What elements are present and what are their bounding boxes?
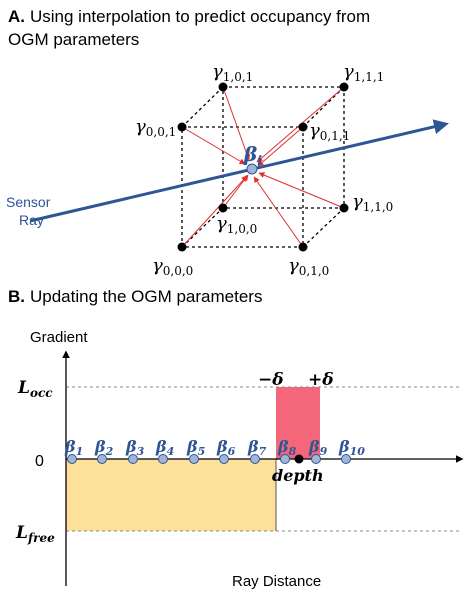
beta-point-2 xyxy=(97,454,107,464)
x-axis-label: Ray Distance xyxy=(232,573,321,590)
corner-point-011 xyxy=(298,122,308,132)
y-axis-label: Gradient xyxy=(30,329,88,346)
corner-label-011: γ0,1,1 xyxy=(309,120,350,143)
corner-label-001: γ0,0,1 xyxy=(135,116,176,139)
beta-label-8: β8 xyxy=(277,437,297,458)
corner-point-100 xyxy=(218,203,228,213)
cube-edge xyxy=(302,207,345,248)
minus-delta-label: −δ xyxy=(258,370,284,390)
panel-b: B. Updating the OGM parameters Gradient … xyxy=(8,287,464,590)
sample-point-label: βi xyxy=(243,142,262,169)
corner-point-111 xyxy=(339,82,349,92)
corner-label-101: γ1,0,1 xyxy=(212,61,253,84)
occ-gradient-region xyxy=(276,387,320,459)
sample-symbol: β xyxy=(243,142,257,166)
beta-label-3: β3 xyxy=(125,437,145,458)
beta-point-4 xyxy=(158,454,168,464)
sample-subscript: i xyxy=(257,154,262,169)
cube-edge xyxy=(181,86,224,128)
beta-label-7: β7 xyxy=(247,437,267,458)
l-free-label: Lfree xyxy=(15,523,55,545)
beta-point-9 xyxy=(311,454,321,464)
corner-label-111: γ1,1,1 xyxy=(343,61,384,84)
plus-delta-label: +δ xyxy=(308,370,334,390)
beta-point-8 xyxy=(280,454,290,464)
corner-labels: γ1,0,1 γ1,1,1 γ0,0,1 γ0,1,1 γ1,1,0 γ1,0,… xyxy=(135,61,393,278)
corner-point-010 xyxy=(298,242,308,252)
depth-point xyxy=(294,454,304,464)
panel-a: A. Using interpolation to predict occupa… xyxy=(6,7,449,278)
corner-label-110: γ1,1,0 xyxy=(352,191,393,214)
sensor-ray-label-line2: Ray xyxy=(19,212,44,228)
corner-point-001 xyxy=(177,122,187,132)
free-gradient-region xyxy=(66,459,276,531)
beta-labels: β1 β2 β3 β4 β5 β6 β7 β8 β9 β10 xyxy=(64,437,365,458)
panel-b-letter: B. xyxy=(8,287,25,306)
beta-label-2: β2 xyxy=(94,437,114,458)
cube-corners xyxy=(177,82,349,252)
interp-arrow xyxy=(257,126,304,167)
beta-label-10: β10 xyxy=(338,437,365,458)
l-occ-label: Locc xyxy=(17,378,53,400)
interpolation-arrows xyxy=(181,86,345,248)
panel-a-title-line1: Using interpolation to predict occupancy… xyxy=(30,7,370,26)
beta-label-5: β5 xyxy=(186,437,205,458)
corner-point-000 xyxy=(177,242,187,252)
panel-a-letter: A. xyxy=(8,7,25,26)
beta-label-9: β9 xyxy=(308,437,328,458)
corner-label-100: γ1,0,0 xyxy=(216,213,257,236)
interp-arrow xyxy=(181,126,246,165)
beta-point-1 xyxy=(67,454,77,464)
corner-point-110 xyxy=(339,203,349,213)
beta-point-6 xyxy=(219,454,229,464)
corner-point-101 xyxy=(218,82,228,92)
beta-label-1: β1 xyxy=(64,437,83,458)
interp-arrow xyxy=(253,176,304,248)
corner-label-010: γ0,1,0 xyxy=(288,255,329,278)
beta-points xyxy=(67,454,351,464)
beta-point-7 xyxy=(250,454,260,464)
zero-label: 0 xyxy=(35,453,44,470)
sample-point xyxy=(246,163,258,175)
beta-label-6: β6 xyxy=(216,437,236,458)
corner-label-000: γ0,0,0 xyxy=(152,255,193,278)
panel-a-title-line2: OGM parameters xyxy=(8,30,139,49)
panel-b-title: Updating the OGM parameters xyxy=(30,287,262,306)
depth-label: depth xyxy=(272,466,324,485)
interp-arrow xyxy=(222,174,249,209)
interp-arrow xyxy=(258,172,345,209)
sensor-ray-arrow xyxy=(29,119,449,223)
beta-point-10 xyxy=(341,454,351,464)
sensor-ray-label-line1: Sensor xyxy=(6,194,51,210)
interp-arrow xyxy=(181,175,248,248)
beta-point-3 xyxy=(128,454,138,464)
beta-point-5 xyxy=(189,454,199,464)
beta-label-4: β4 xyxy=(155,437,174,458)
interp-arrow xyxy=(222,86,251,161)
